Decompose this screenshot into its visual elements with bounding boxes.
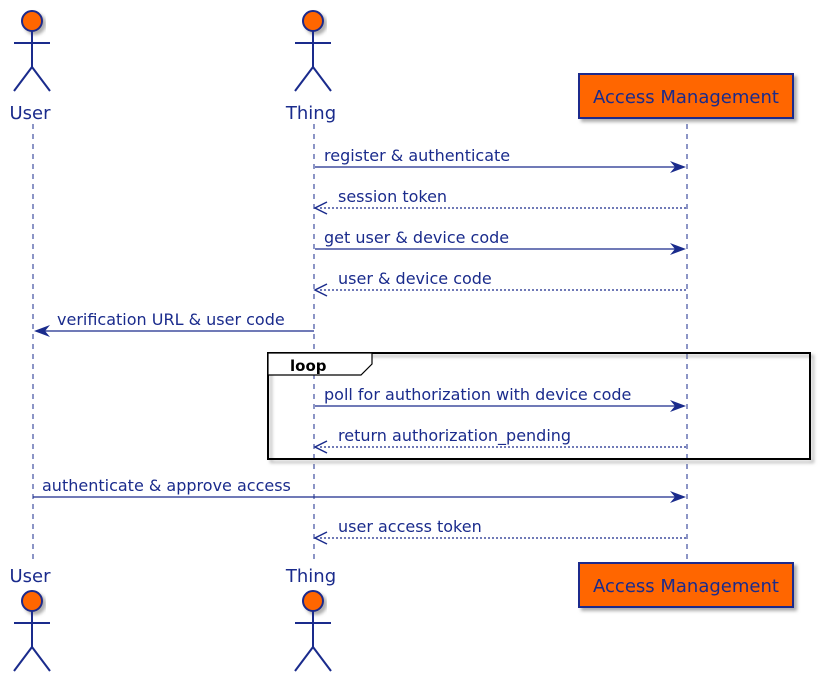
participant-access-management-top: Access Management	[578, 73, 794, 119]
actor-user-top: User	[9, 10, 51, 124]
message-label: poll for authorization with device code	[324, 385, 631, 404]
arrowhead	[313, 531, 328, 545]
message-3: get user & device code	[315, 228, 686, 255]
message-label: user & device code	[338, 269, 492, 288]
participant-access-management-label: Access Management	[593, 87, 779, 108]
loop-label: loop	[290, 357, 327, 375]
actor-user-label: User	[9, 566, 51, 587]
actor-thing-bottom: Thing	[285, 566, 336, 672]
message-label: get user & device code	[324, 228, 509, 247]
arrowhead	[670, 243, 686, 255]
message-9: user access token	[313, 517, 686, 545]
actor-user-bottom: User	[9, 566, 51, 672]
message-4: user & device code	[313, 269, 686, 297]
message-label: session token	[338, 187, 447, 206]
actor-thing-top: Thing	[285, 10, 336, 124]
arrowhead	[34, 325, 50, 337]
actor-thing-label: Thing	[285, 103, 336, 124]
message-8: authenticate & approve access	[33, 476, 686, 503]
message-5: verification URL & user code	[34, 310, 314, 337]
participant-access-management-label: Access Management	[593, 576, 779, 597]
arrowhead	[670, 400, 686, 412]
actor-thing-label: Thing	[285, 566, 336, 587]
message-1: register & authenticate	[315, 146, 686, 173]
message-label: return authorization_pending	[338, 426, 571, 446]
message-label: verification URL & user code	[57, 310, 285, 329]
message-2: session token	[313, 187, 686, 215]
message-6: poll for authorization with device code	[315, 385, 686, 412]
actor-user-label: User	[9, 103, 51, 124]
actor-head	[21, 590, 43, 612]
message-7: return authorization_pending	[313, 426, 686, 454]
arrowhead	[313, 201, 328, 215]
message-label: register & authenticate	[324, 146, 510, 165]
arrowhead	[670, 161, 686, 173]
message-label: authenticate & approve access	[42, 476, 291, 495]
arrowhead	[313, 283, 328, 297]
actor-head	[302, 10, 324, 32]
arrowhead	[670, 491, 686, 503]
actor-head	[21, 10, 43, 32]
message-label: user access token	[338, 517, 482, 536]
arrowhead	[313, 440, 328, 454]
loop-frame: loop	[267, 352, 811, 460]
actor-head	[302, 590, 324, 612]
participant-access-management-bottom: Access Management	[578, 562, 794, 608]
